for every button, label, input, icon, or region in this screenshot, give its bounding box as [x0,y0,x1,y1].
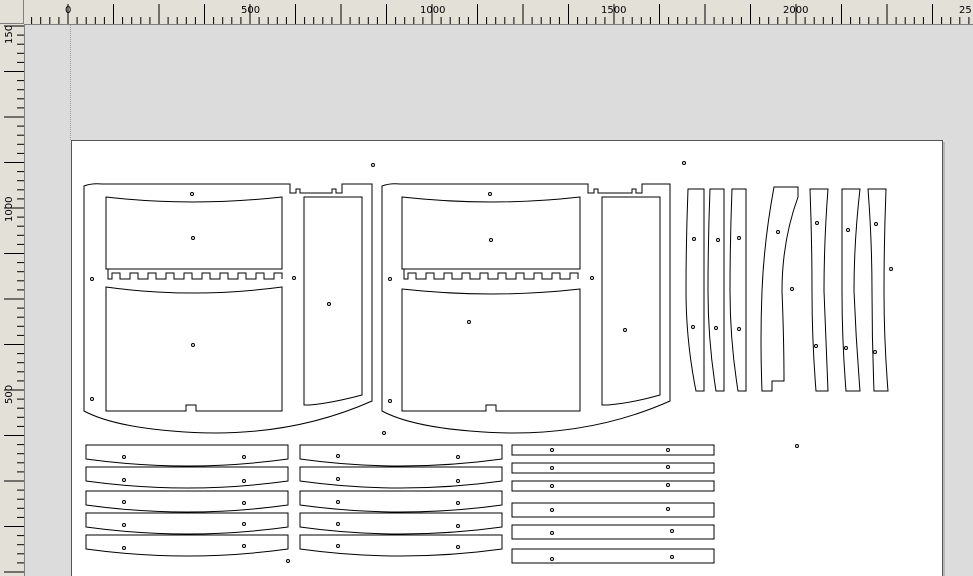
vertical-ruler[interactable]: 150 1000 500 [0,24,25,576]
ruler-label-v500: 500 [4,385,15,404]
horizontal-ruler-ticks: 0 500 1000 1500 2000 25 [31,4,972,24]
drawing-canvas[interactable] [25,25,973,576]
ruler-label-v150: 150 [4,25,15,44]
curved-rails-left[interactable] [85,444,289,557]
origin-guide [70,25,72,140]
cut-layout-drawing[interactable] [72,141,942,576]
ruler-label-500: 500 [241,5,260,16]
drawing-sheet[interactable] [71,140,943,576]
ruler-label-v1000: 1000 [4,197,15,222]
vertical-ruler-ticks: 150 1000 500 [4,25,24,573]
straight-rails[interactable] [286,444,715,564]
ruler-label-25: 25 [959,5,972,16]
curved-slats[interactable] [685,186,893,448]
side-panel-left[interactable] [83,183,373,434]
curved-rails-right[interactable] [299,444,503,557]
side-panel-right[interactable] [371,161,686,435]
horizontal-ruler[interactable]: 0 500 1000 1500 2000 25 [24,0,973,25]
ruler-corner [0,0,24,24]
ruler-label-1000: 1000 [420,5,445,16]
